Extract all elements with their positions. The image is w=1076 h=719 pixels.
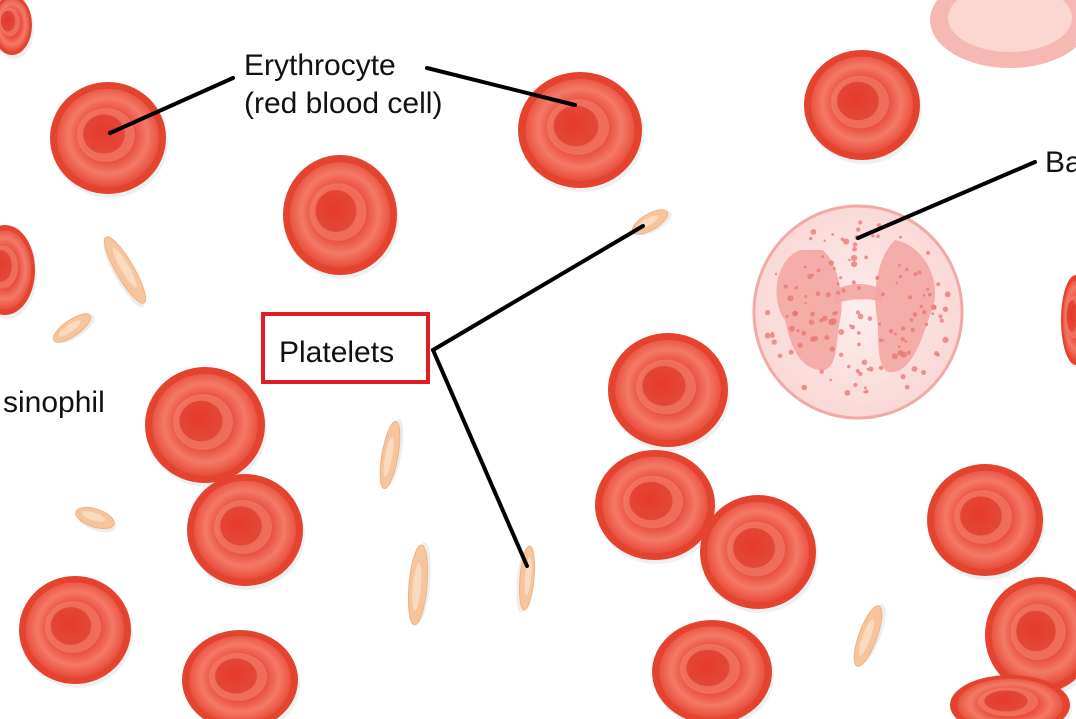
- erythrocyte-label-line2: (red blood cell): [244, 87, 442, 120]
- erythrocyte: [608, 333, 730, 451]
- eosinophil-label-partial: sinophil: [3, 386, 105, 419]
- platelet: [849, 600, 892, 670]
- erythrocyte: [700, 495, 818, 613]
- basophil-leader: [858, 162, 1035, 238]
- erythrocyte: [187, 474, 305, 590]
- platelet: [96, 233, 154, 312]
- platelet: [72, 503, 119, 536]
- partial-cell-top-right: [930, 0, 1076, 68]
- platelets-label: Platelets: [279, 336, 394, 369]
- erythrocyte: [0, 225, 37, 319]
- platelets-leader-lower: [433, 350, 527, 566]
- platelets-leader-upper: [433, 226, 643, 350]
- erythrocyte: [283, 155, 399, 279]
- platelet: [406, 541, 434, 626]
- erythrocyte: [50, 82, 168, 198]
- erythrocyte-label-line1: Erythrocyte: [244, 49, 396, 82]
- platelet: [514, 545, 537, 613]
- erythrocyte: [0, 0, 34, 59]
- erythrocyte: [1061, 275, 1076, 369]
- erythrocyte: [182, 630, 300, 719]
- platelet: [629, 204, 676, 242]
- erythrocyte: [595, 450, 717, 564]
- basophil-label-partial: Ba: [1045, 146, 1076, 179]
- erythrocyte: [518, 72, 644, 192]
- platelet: [376, 417, 407, 490]
- erythrocyte: [145, 367, 267, 487]
- erythrocyte: [927, 464, 1045, 580]
- erythrocyte: [19, 576, 133, 688]
- erythrocyte: [804, 50, 922, 164]
- erythrocyte: [652, 620, 774, 719]
- platelet: [49, 307, 98, 350]
